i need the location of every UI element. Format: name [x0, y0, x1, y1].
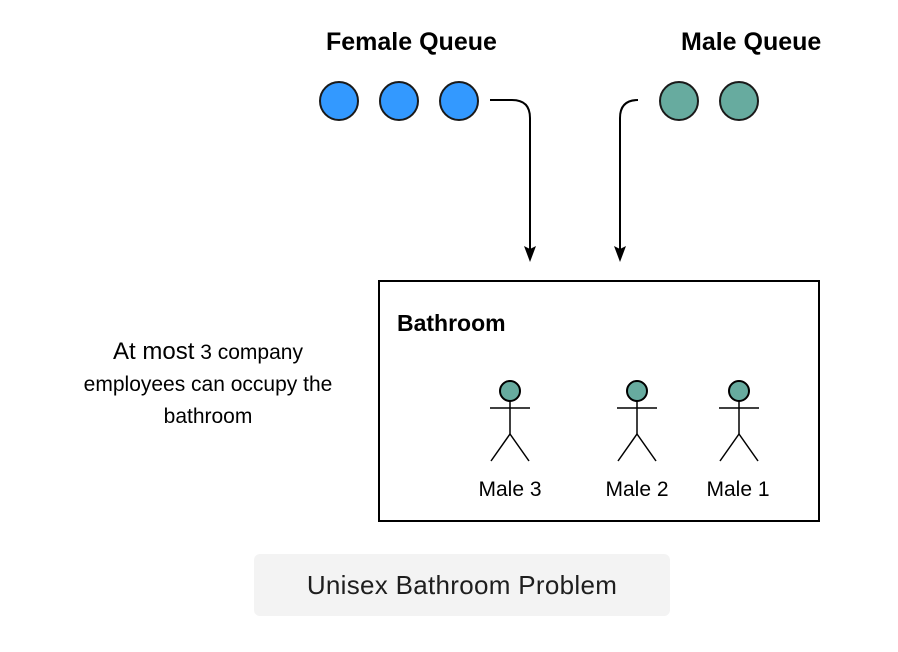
occupant-label: Male 3	[478, 478, 542, 501]
occupant-label: Male 2	[605, 478, 669, 501]
person-icon-male-1	[719, 380, 759, 462]
capacity-note-lead: At most	[113, 338, 195, 365]
bathroom-container	[378, 280, 820, 522]
female-queue-arrow	[490, 99, 531, 250]
person-icon-male-3	[490, 380, 530, 462]
occupant-label: Male 1	[706, 478, 770, 501]
female-queue-title: Female Queue	[326, 28, 497, 56]
male-queue-title: Male Queue	[681, 28, 822, 56]
bathroom-title: Bathroom	[397, 310, 506, 336]
male-queue-person	[719, 81, 759, 121]
female-queue-person	[379, 81, 419, 121]
male-queue-person	[659, 81, 699, 121]
female-queue-person	[439, 81, 479, 121]
male-queue-arrow	[619, 99, 639, 250]
female-queue-person	[319, 81, 359, 121]
male-arrowhead	[614, 246, 626, 262]
person-icon-male-2	[617, 380, 657, 462]
capacity-note: At most 3 company employees can occupy t…	[62, 336, 354, 433]
female-arrowhead	[524, 246, 536, 262]
caption-box: Unisex Bathroom Problem	[254, 554, 670, 616]
capacity-note-rest: 3 company employees can occupy the bathr…	[83, 341, 333, 428]
caption-text: Unisex Bathroom Problem	[306, 569, 618, 600]
